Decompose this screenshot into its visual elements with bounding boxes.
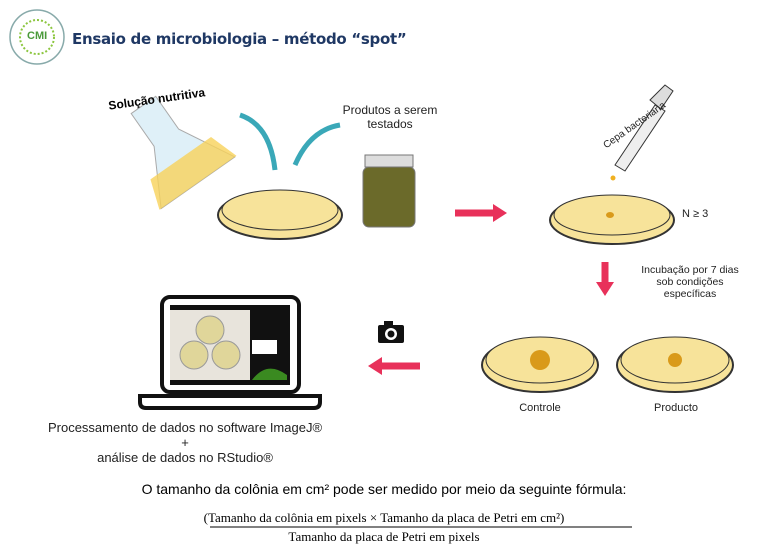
page-title: Ensaio de microbiologia – método “spot” (72, 30, 407, 48)
processing-label: Processamento de dados no software Image… (20, 420, 350, 465)
camera-icon (378, 321, 404, 343)
product-jar-icon (362, 154, 416, 228)
n-label: N ≥ 3 (682, 208, 709, 220)
petri-dish (217, 189, 343, 240)
product-label: Producto (653, 402, 699, 414)
formula-intro: O tamanho da colônia em cm² pode ser med… (141, 481, 627, 497)
petri-dish-control (481, 336, 599, 393)
formula-numerator: (Tamanho da colônia em pixels × Tamanho … (203, 510, 565, 525)
logo (9, 9, 65, 65)
incubation-label: Incubação por 7 dias sob condições espec… (641, 264, 739, 300)
processing-imagej: Processamento de dados no software Image… (47, 420, 323, 435)
formula-denominator: Tamanho da placa de Petri em pixels (288, 529, 480, 544)
petri-dish-inoculated (549, 194, 675, 245)
petri-dish-product (616, 336, 734, 393)
processing-rstudio: análise de dados no RStudio® (97, 450, 273, 465)
products-label: Produtos a serem testados (342, 103, 438, 131)
pipette-icon (610, 84, 674, 181)
logo-text: CMI (27, 30, 48, 42)
arrow-add (292, 122, 341, 167)
flask-icon (130, 95, 237, 210)
control-label: Controle (519, 402, 561, 414)
laptop-icon (138, 295, 322, 410)
plus-sign: + (181, 435, 189, 450)
arrow-pour (239, 112, 278, 171)
